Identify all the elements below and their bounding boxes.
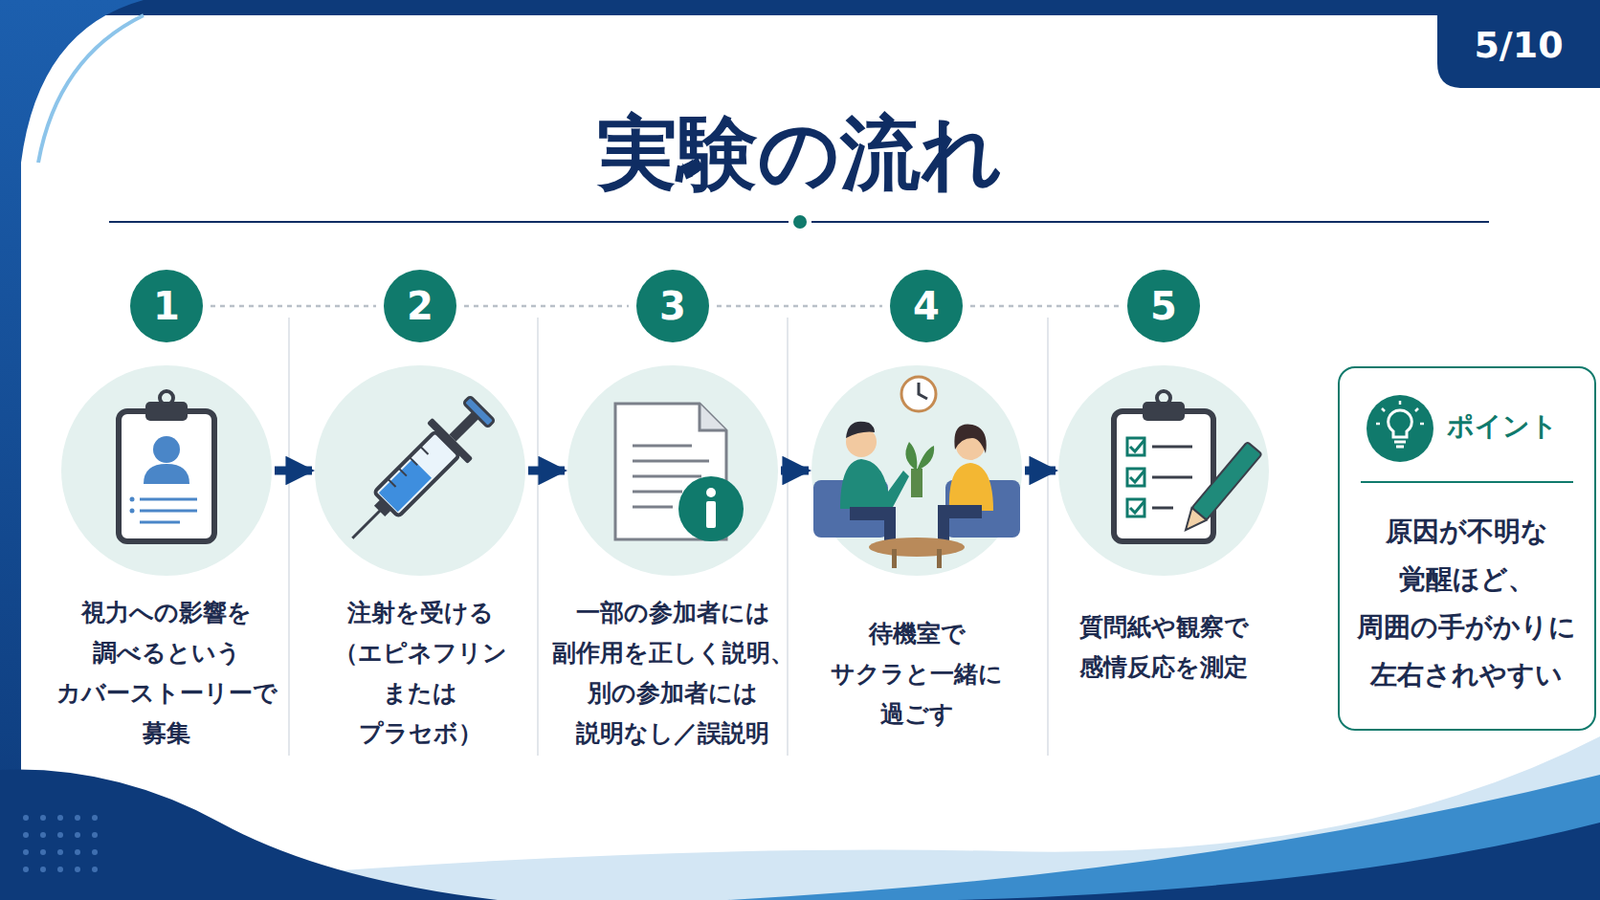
step-illustration: 待機室で サクラと一緒に 過ごす (811, 365, 1023, 577)
step-number: 3 (636, 269, 710, 343)
step-picture (61, 365, 272, 577)
slide-title: 実験の流れ (0, 95, 1600, 211)
step-illustration: 注射を受ける （エピネフリン または プラセボ） (314, 365, 526, 577)
step-description: 注射を受ける （エピネフリン または プラセボ） (329, 593, 512, 755)
step-number: 5 (1127, 269, 1200, 343)
title-dot (793, 215, 807, 229)
step-illustration: 視力への影響を 調べるという カバーストーリーで 募集 (61, 365, 272, 577)
title-rule (109, 221, 789, 223)
bottom-left-band (0, 770, 498, 900)
page-tab (1437, 0, 1600, 89)
bottom-wave-blue (727, 775, 1600, 900)
step-number-text: 5 (1150, 287, 1178, 326)
dashed-connector (210, 305, 377, 309)
flow-arrow (780, 466, 809, 476)
step-illustration: 質問紙や観察で 感情反応を測定 (1058, 365, 1269, 577)
dashed-connector (464, 305, 629, 309)
step-picture (314, 365, 526, 577)
step-description: 質問紙や観察で 感情反応を測定 (1072, 607, 1255, 689)
step-number-text: 3 (659, 287, 687, 326)
step-number-text: 1 (153, 287, 180, 326)
bottom-wave-navy (956, 822, 1600, 900)
step-number: 1 (130, 269, 203, 343)
title-rule (811, 221, 1489, 223)
point-heading: ポイント (1446, 410, 1558, 444)
page-number: 5/10 (1437, 21, 1600, 69)
column-separators (288, 317, 1048, 756)
flow-arrow (1024, 466, 1056, 476)
step-picture (567, 365, 778, 577)
step-number: 2 (383, 269, 457, 343)
bottom-wave-light (0, 736, 1600, 900)
step-number-text: 2 (406, 287, 434, 326)
step-picture (1058, 365, 1269, 577)
dashed-connector (716, 305, 883, 309)
flow-arrow (528, 466, 565, 476)
step-illustration: 一部の参加者には 副作用を正しく説明、 別の参加者には 説明なし／誤説明 (567, 365, 778, 577)
left-accent (38, 15, 144, 163)
point-box: ポイント原因が不明な 覚醒ほど、 周囲の手がかりに 左右されやすい (1337, 366, 1597, 732)
point-body: 原因が不明な 覚醒ほど、 周囲の手がかりに 左右されやすい (1350, 508, 1584, 700)
dashed-connector (970, 305, 1120, 309)
step-number-text: 4 (912, 287, 940, 326)
step-description: 待機室で サクラと一緒に 過ごす (825, 614, 1008, 735)
step-picture (811, 365, 1023, 577)
bulb-icon (1366, 395, 1434, 463)
step-number: 4 (889, 269, 963, 343)
top-band (0, 0, 1600, 16)
step-description: 視力への影響を 調べるという カバーストーリーで 募集 (51, 593, 282, 755)
step-description: 一部の参加者には 副作用を正しく説明、 別の参加者には 説明なし／誤説明 (548, 593, 798, 755)
flow-arrow (274, 466, 312, 476)
dot-grid (11, 811, 100, 885)
divider-line (1360, 481, 1574, 484)
